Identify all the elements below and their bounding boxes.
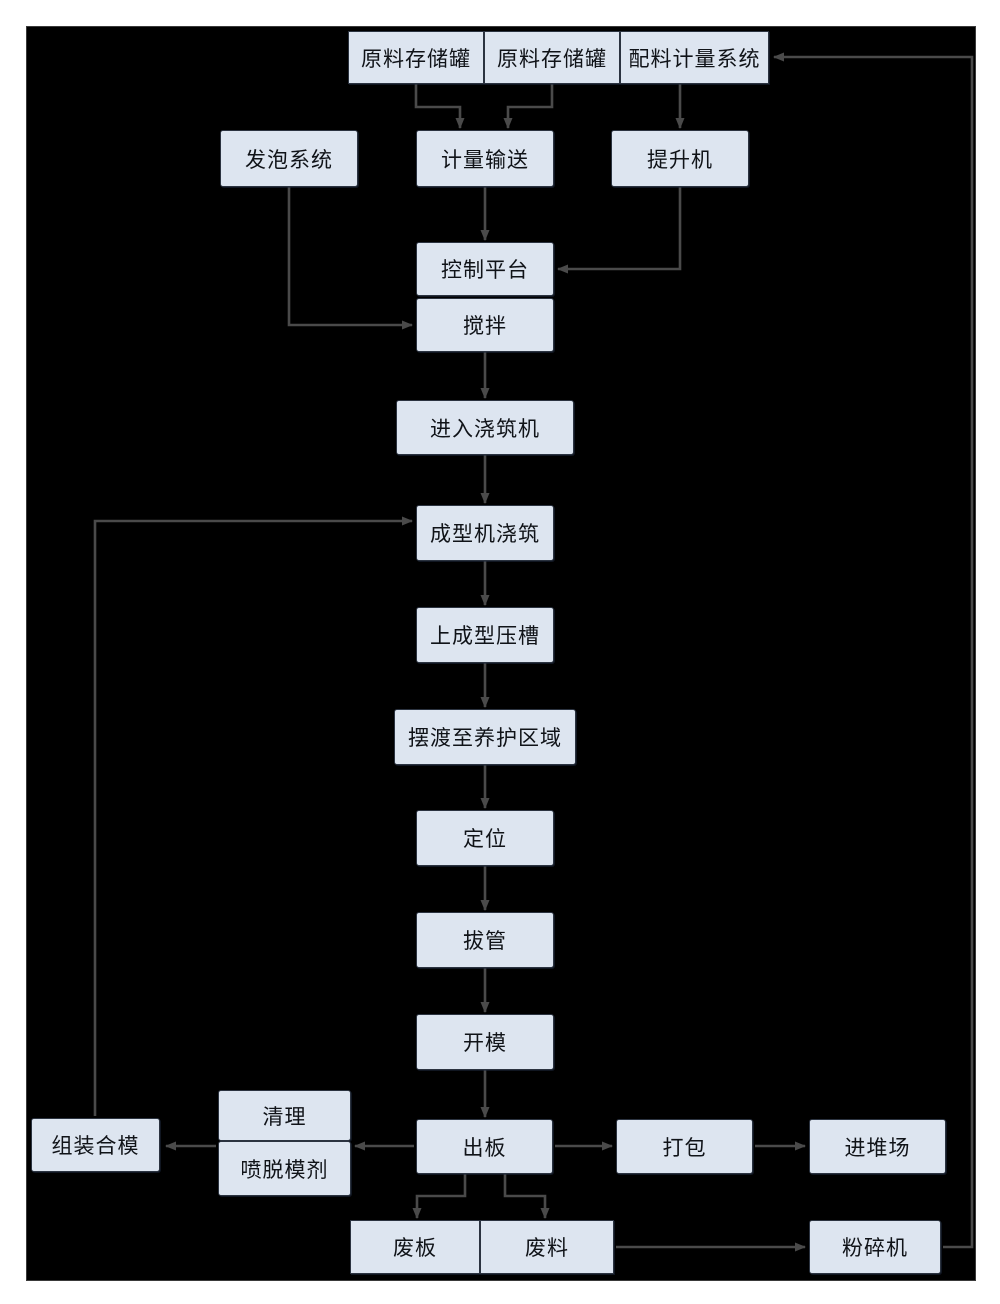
flow-node-n2[interactable]: 原料存储罐 [484, 31, 620, 84]
flow-node-label: 废料 [525, 1236, 569, 1260]
flow-node-label: 配料计量系统 [628, 46, 761, 71]
flow-node-label: 废板 [393, 1236, 437, 1260]
flow-node-n6[interactable]: 提升机 [611, 130, 749, 187]
flow-node-label: 上成型压槽 [430, 624, 540, 648]
flow-node-n16[interactable]: 组装合模 [31, 1118, 160, 1172]
flow-node-n20[interactable]: 打包 [616, 1119, 753, 1174]
flow-node-label: 控制平台 [441, 258, 529, 282]
flow-node-n11[interactable]: 上成型压槽 [416, 607, 554, 663]
flow-node-label: 拔管 [463, 929, 507, 953]
flow-node-label: 粉碎机 [842, 1236, 908, 1260]
flow-node-n8[interactable]: 搅拌 [416, 298, 554, 352]
flow-node-label: 发泡系统 [245, 147, 333, 172]
flow-node-label: 成型机浇筑 [430, 522, 540, 546]
flow-node-n15[interactable]: 开模 [416, 1014, 554, 1070]
flow-node-label: 组装合模 [51, 1134, 140, 1158]
flow-node-label: 摆渡至养护区域 [408, 726, 562, 750]
flow-node-label: 开模 [463, 1031, 507, 1055]
flow-node-label: 喷脱模剂 [240, 1157, 329, 1182]
flow-node-n4[interactable]: 发泡系统 [220, 130, 358, 187]
flow-node-label: 出板 [462, 1135, 507, 1160]
flow-node-n19[interactable]: 出板 [416, 1119, 553, 1174]
flow-node-n13[interactable]: 定位 [416, 810, 554, 866]
flow-node-n10[interactable]: 成型机浇筑 [416, 505, 554, 561]
flow-node-n14[interactable]: 拔管 [416, 912, 554, 968]
flow-node-label: 搅拌 [463, 314, 507, 338]
flow-node-label: 原料存储罐 [497, 46, 607, 71]
flow-node-n17[interactable]: 清理 [218, 1090, 351, 1141]
flow-node-label: 进入浇筑机 [430, 416, 540, 441]
flow-node-n23[interactable]: 废料 [480, 1220, 614, 1274]
flow-node-label: 原料存储罐 [361, 46, 471, 71]
flow-node-label: 计量输送 [441, 147, 529, 172]
flow-node-n1[interactable]: 原料存储罐 [348, 31, 484, 84]
flow-node-label: 提升机 [647, 147, 713, 172]
flow-node-label: 清理 [262, 1104, 307, 1129]
flow-node-n22[interactable]: 废板 [350, 1220, 480, 1274]
flow-node-n7[interactable]: 控制平台 [416, 242, 554, 296]
flow-node-n3[interactable]: 配料计量系统 [620, 31, 769, 84]
flow-node-n9[interactable]: 进入浇筑机 [396, 400, 574, 455]
flow-node-n21[interactable]: 进堆场 [809, 1119, 946, 1174]
flow-node-label: 定位 [463, 827, 507, 851]
flow-node-label: 打包 [662, 1135, 707, 1160]
flow-node-n12[interactable]: 摆渡至养护区域 [394, 709, 576, 765]
flow-node-label: 进堆场 [844, 1135, 911, 1160]
flow-node-n24[interactable]: 粉碎机 [809, 1220, 941, 1274]
flow-node-n5[interactable]: 计量输送 [416, 130, 554, 187]
flow-node-n18[interactable]: 喷脱模剂 [218, 1141, 351, 1196]
